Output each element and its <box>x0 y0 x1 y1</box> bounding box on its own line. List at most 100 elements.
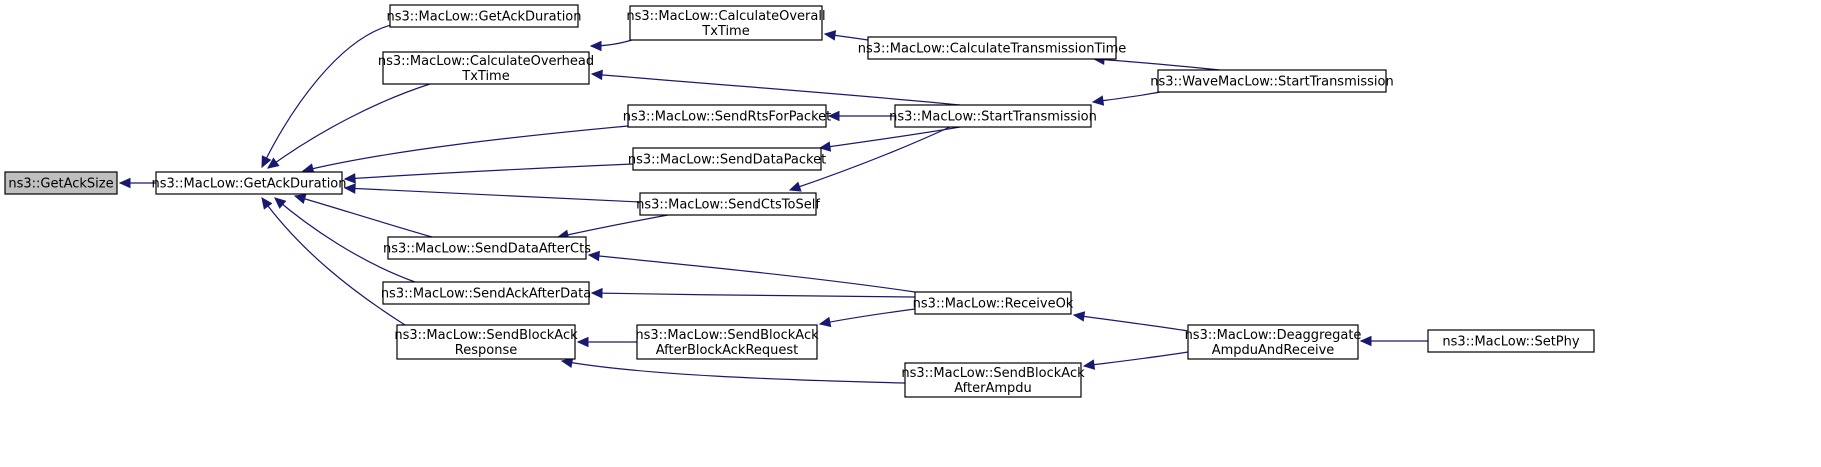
edge-senddataaftercts-to-getackduration_main <box>293 193 433 238</box>
node-getacksize[interactable]: ns3::GetAckSize <box>4 171 118 195</box>
arrowhead-icon <box>1091 95 1105 106</box>
arrowhead-icon <box>818 316 832 328</box>
node-box <box>904 362 1082 398</box>
edge-calcoverhead-to-getackduration_main <box>267 83 431 169</box>
node-senddataaftercts[interactable]: ns3::MacLow::SendDataAfterCts <box>383 236 591 260</box>
edge-sendcts-to-senddataaftercts <box>556 214 669 240</box>
node-box <box>382 281 590 305</box>
node-label: ns3::MacLow::Deaggregate <box>1185 328 1362 343</box>
edge-sendcts-to-getackduration_main <box>343 183 641 203</box>
node-box <box>387 236 587 260</box>
edge-sendackafterdata-to-getackduration_main <box>274 197 416 283</box>
arrowhead-icon <box>1359 335 1372 347</box>
node-sendcts[interactable]: ns3::MacLow::SendCtsToSelf <box>636 192 820 216</box>
node-starttransmission[interactable]: ns3::MacLow::StartTransmission <box>889 104 1097 128</box>
edge-line <box>267 83 431 169</box>
node-box <box>155 171 343 195</box>
edge-line <box>561 360 906 384</box>
edge-wavestart-to-starttransmission <box>1091 91 1161 106</box>
node-label: ns3::GetAckSize <box>8 177 113 192</box>
edge-sendblockackafterampdu-to-sendblockackresp <box>560 357 906 384</box>
node-label: ns3::MacLow::StartTransmission <box>889 110 1097 125</box>
node-box <box>1157 69 1387 93</box>
arrowhead-icon <box>274 197 287 209</box>
node-box <box>894 104 1092 128</box>
arrowhead-icon <box>343 183 356 194</box>
node-sendrts[interactable]: ns3::MacLow::SendRtsForPacket <box>623 104 832 128</box>
node-label: ns3::MacLow::GetAckDuration <box>387 10 582 25</box>
arrowhead-icon <box>576 336 589 348</box>
node-sendackafterdata[interactable]: ns3::MacLow::SendAckAfterData <box>381 281 591 305</box>
arrowhead-icon <box>818 141 832 152</box>
edge-line <box>1073 314 1189 332</box>
edge-line <box>819 126 961 149</box>
edge-line <box>588 254 916 293</box>
edge-line <box>591 73 961 106</box>
node-label: ns3::MacLow::SendCtsToSelf <box>636 198 820 213</box>
edge-deaggregate-to-receiveok <box>1072 311 1189 332</box>
node-label: ns3::MacLow::SendBlockAck <box>901 366 1085 381</box>
node-label: ns3::WaveMacLow::StartTransmission <box>1150 75 1393 90</box>
node-box <box>914 291 1072 315</box>
node-label: AmpduAndReceive <box>1212 343 1335 358</box>
arrowhead-icon <box>589 40 602 52</box>
arrowhead-icon <box>1072 311 1086 322</box>
node-getackduration_top[interactable]: ns3::MacLow::GetAckDuration <box>387 4 582 28</box>
node-label: ns3::MacLow::GetAckDuration <box>152 177 347 192</box>
node-getackduration_main[interactable]: ns3::MacLow::GetAckDuration <box>152 171 347 195</box>
arrowhead-icon <box>827 110 840 122</box>
edge-line <box>261 23 396 168</box>
edge-getackduration_main-to-getacksize <box>118 177 156 189</box>
edge-sendblockackresp-to-getackduration_main <box>261 197 406 326</box>
node-label: ns3::MacLow::CalculateTransmissionTime <box>858 42 1127 57</box>
node-label: ns3::MacLow::CalculateOverall <box>626 9 825 24</box>
edge-getackduration_top-to-getackduration_main <box>261 23 396 169</box>
node-box <box>1427 329 1595 353</box>
node-label: ns3::MacLow::SendDataPacket <box>628 153 826 168</box>
edge-calcoverall-to-calcoverhead <box>589 38 636 52</box>
edge-line <box>344 187 641 203</box>
node-label: ns3::MacLow::SetPhy <box>1442 335 1579 350</box>
node-label: ns3::MacLow::SendRtsForPacket <box>623 110 832 125</box>
edge-line <box>344 163 634 180</box>
node-senddata[interactable]: ns3::MacLow::SendDataPacket <box>628 147 826 171</box>
arrowhead-icon <box>118 177 131 189</box>
arrowhead-icon <box>1082 359 1096 370</box>
edge-starttransmission-to-senddata <box>818 126 961 152</box>
edge-starttransmission-to-sendcts <box>788 126 951 192</box>
edge-line <box>819 308 916 325</box>
node-box <box>639 192 817 216</box>
node-box <box>396 324 576 360</box>
arrowhead-icon <box>343 173 356 184</box>
edge-line <box>557 214 669 238</box>
edge-line <box>294 195 433 238</box>
node-label: Response <box>455 343 517 358</box>
node-receiveok[interactable]: ns3::MacLow::ReceiveOk <box>913 291 1074 315</box>
node-box <box>627 104 827 128</box>
arrowhead-icon <box>788 181 802 192</box>
node-label: ns3::MacLow::CalculateOverhead <box>378 54 594 69</box>
node-box <box>1187 324 1359 360</box>
arrowhead-icon <box>587 250 600 262</box>
node-label: AfterBlockAckRequest <box>656 343 799 358</box>
edges-layer <box>118 23 1428 384</box>
node-sendblockackafterreq[interactable]: ns3::MacLow::SendBlockAckAfterBlockAckRe… <box>635 324 819 360</box>
node-box <box>4 171 118 195</box>
arrowhead-icon <box>267 157 280 169</box>
edge-line <box>789 126 951 191</box>
nodes-layer: ns3::GetAckSize ns3::MacLow::GetAckDurati… <box>4 4 1595 398</box>
node-box <box>867 36 1117 60</box>
node-label: TxTime <box>461 69 509 84</box>
node-label: ns3::MacLow::SendBlockAck <box>635 328 819 343</box>
edge-starttransmission-to-sendrts <box>827 110 895 122</box>
node-wavestart[interactable]: ns3::WaveMacLow::StartTransmission <box>1150 69 1394 93</box>
edge-senddata-to-getackduration_main <box>343 163 634 184</box>
node-calctransmission[interactable]: ns3::MacLow::CalculateTransmissionTime <box>858 36 1127 60</box>
node-setphy[interactable]: ns3::MacLow::SetPhy <box>1427 329 1595 353</box>
node-label: ns3::MacLow::ReceiveOk <box>913 297 1074 312</box>
